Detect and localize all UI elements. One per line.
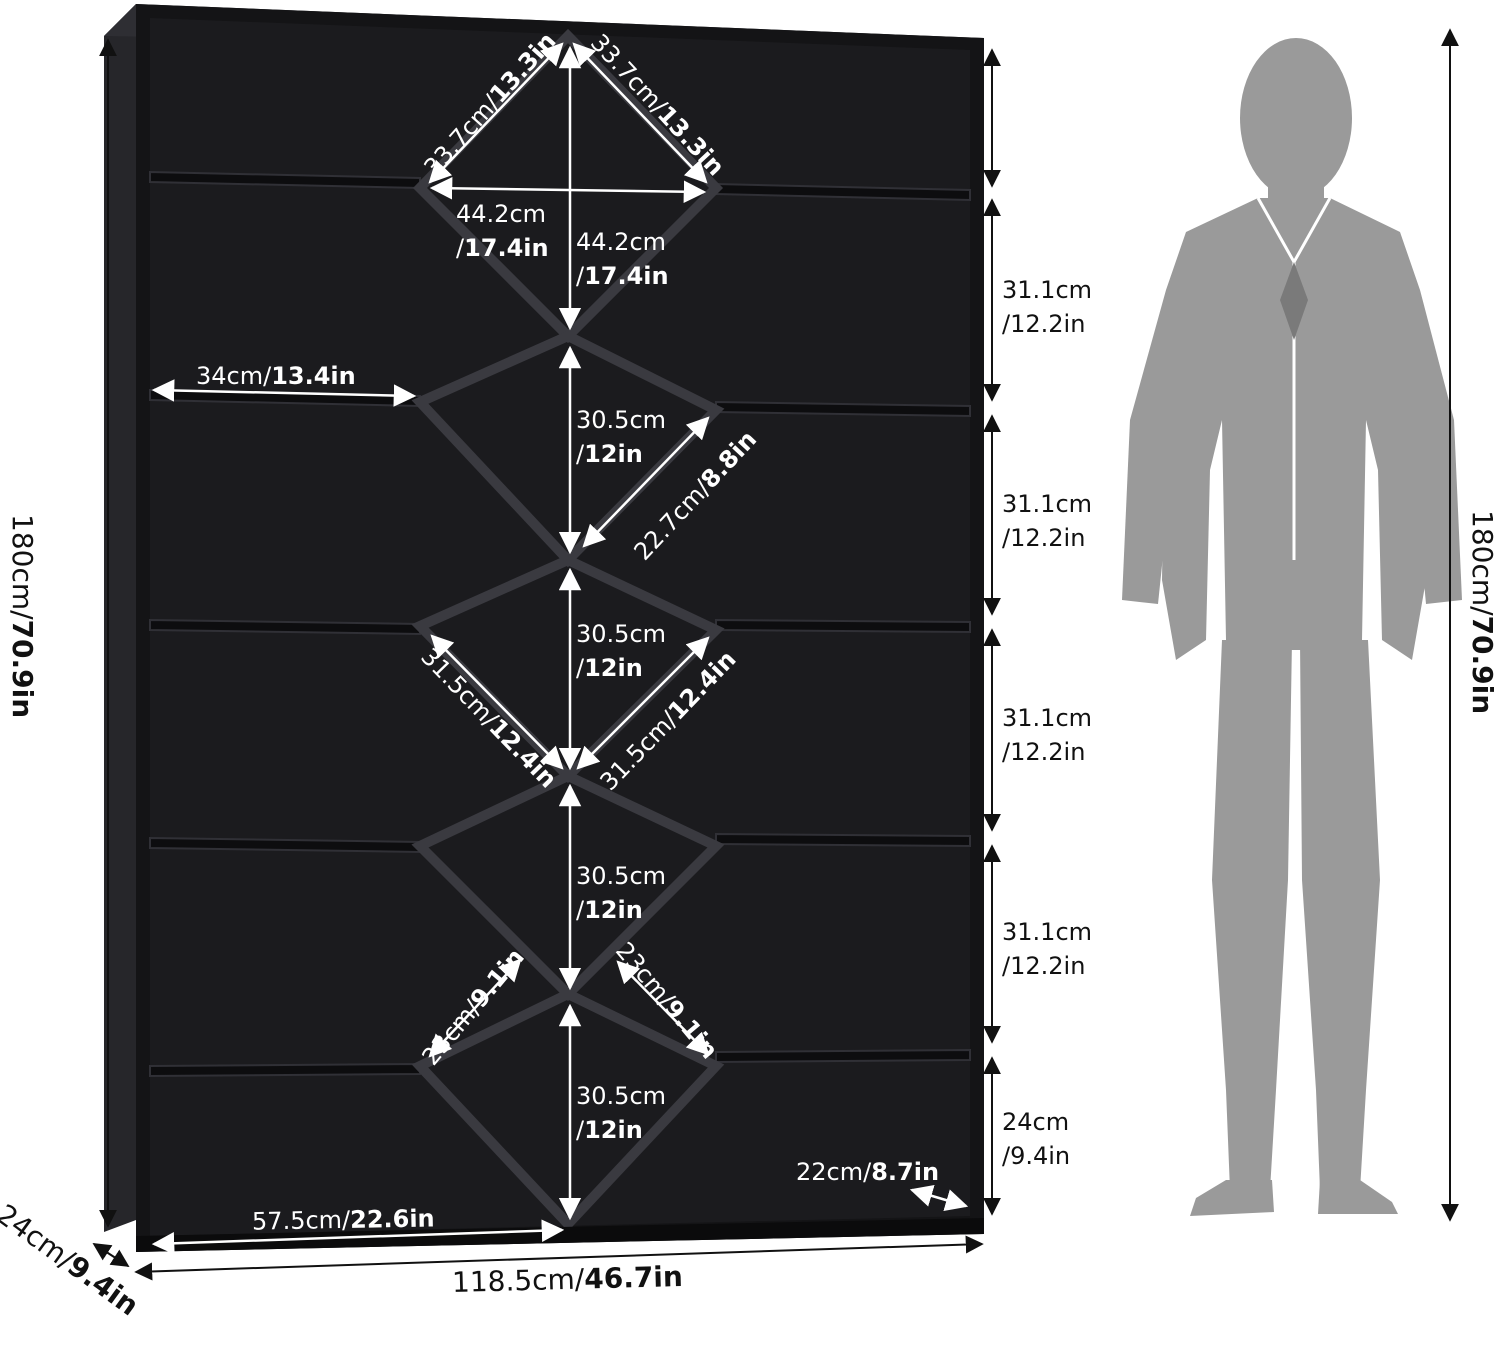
total-height-left-label: 180cm/70.9in: [6, 514, 39, 719]
person-suit-details: [1256, 197, 1332, 560]
metric-value: 24cm: [1002, 1108, 1070, 1136]
total-height-right-label: 180cm/70.9in: [1466, 510, 1499, 715]
metric-value: 44.2cm: [576, 228, 667, 256]
separator: /: [6, 610, 39, 620]
imperial-value: 12in: [584, 653, 643, 682]
separator: /: [1466, 606, 1499, 616]
person-right-shoe: [1318, 1180, 1398, 1214]
metric-value: 30.5cm: [576, 1082, 667, 1110]
imperial-value: 70.9in: [1466, 615, 1499, 715]
imperial-value: 12in: [584, 895, 643, 924]
metric-value: 30.5cm: [576, 406, 667, 434]
tier-height-1-label: 31.1cm /12.2in: [1002, 274, 1092, 341]
tier-height-2-label: 31.1cm /12.2in: [1002, 488, 1092, 555]
metric-value: 44.2cm: [456, 200, 547, 228]
imperial-value: /12.2in: [1002, 951, 1086, 980]
person-left-arm: [1122, 290, 1176, 604]
person-left-leg: [1212, 640, 1292, 1190]
center-gap-1-label: 30.5cm /12in: [576, 404, 666, 471]
separator: /: [576, 1115, 585, 1144]
bookshelf: [104, 4, 984, 1252]
bottom-half-width-label: 57.5cm/22.6in: [251, 1204, 435, 1236]
metric-value: 34cm: [196, 362, 264, 390]
separator: /: [576, 653, 585, 682]
imperial-value: 22.6in: [349, 1204, 435, 1234]
imperial-value: /12.2in: [1002, 309, 1086, 338]
imperial-value: 17.4in: [464, 233, 549, 262]
metric-value: 31.1cm: [1002, 918, 1093, 946]
tier-height-3-label: 31.1cm /12.2in: [1002, 702, 1092, 769]
tier-height-5-label: 24cm /9.4in: [1002, 1106, 1070, 1173]
inner-depth-label: 22cm/8.7in: [796, 1160, 939, 1184]
person-left-shoe: [1190, 1180, 1274, 1216]
separator: /: [576, 895, 585, 924]
total-width-label: 118.5cm/46.7in: [451, 1259, 684, 1300]
top-diamond-width-label: 44.2cm /17.4in: [456, 198, 549, 265]
imperial-value: /12.2in: [1002, 737, 1086, 766]
metric-value: 31.1cm: [1002, 490, 1093, 518]
person-head: [1240, 38, 1352, 198]
separator: /: [263, 362, 272, 390]
center-gap-3-label: 30.5cm /12in: [576, 860, 666, 927]
metric-value: 22cm: [796, 1158, 864, 1186]
metric-value: 31.1cm: [1002, 704, 1093, 732]
imperial-value: 70.9in: [6, 619, 39, 719]
separator: /: [576, 261, 585, 290]
side-shelf-width-label: 34cm/13.4in: [196, 364, 356, 388]
imperial-value: 13.4in: [271, 362, 356, 390]
center-gap-4-label: 30.5cm /12in: [576, 1080, 666, 1147]
metric-value: 30.5cm: [576, 620, 667, 648]
imperial-value: /12.2in: [1002, 523, 1086, 552]
imperial-value: 12in: [584, 1115, 643, 1144]
imperial-value: /9.4in: [1002, 1141, 1071, 1170]
metric-value: 180cm: [6, 514, 39, 611]
imperial-value: 12in: [584, 439, 643, 468]
imperial-value: 17.4in: [584, 261, 669, 290]
metric-value: 118.5cm: [451, 1262, 576, 1300]
tier-height-4-label: 31.1cm /12.2in: [1002, 916, 1092, 983]
metric-value: 30.5cm: [576, 862, 667, 890]
imperial-value: 8.7in: [871, 1158, 940, 1186]
metric-value: 180cm: [1466, 510, 1499, 607]
dimension-lines-outside: [92, 28, 1459, 1281]
imperial-value: 46.7in: [583, 1259, 684, 1296]
top-diamond-height-label: 44.2cm /17.4in: [576, 226, 669, 293]
person-right-leg: [1300, 640, 1380, 1190]
center-gap-2-label: 30.5cm /12in: [576, 618, 666, 685]
metric-value: 57.5cm: [251, 1206, 343, 1236]
separator: /: [863, 1158, 872, 1186]
separator: /: [456, 233, 465, 262]
person-silhouette: [1122, 38, 1462, 1216]
separator: /: [576, 439, 585, 468]
metric-value: 31.1cm: [1002, 276, 1093, 304]
